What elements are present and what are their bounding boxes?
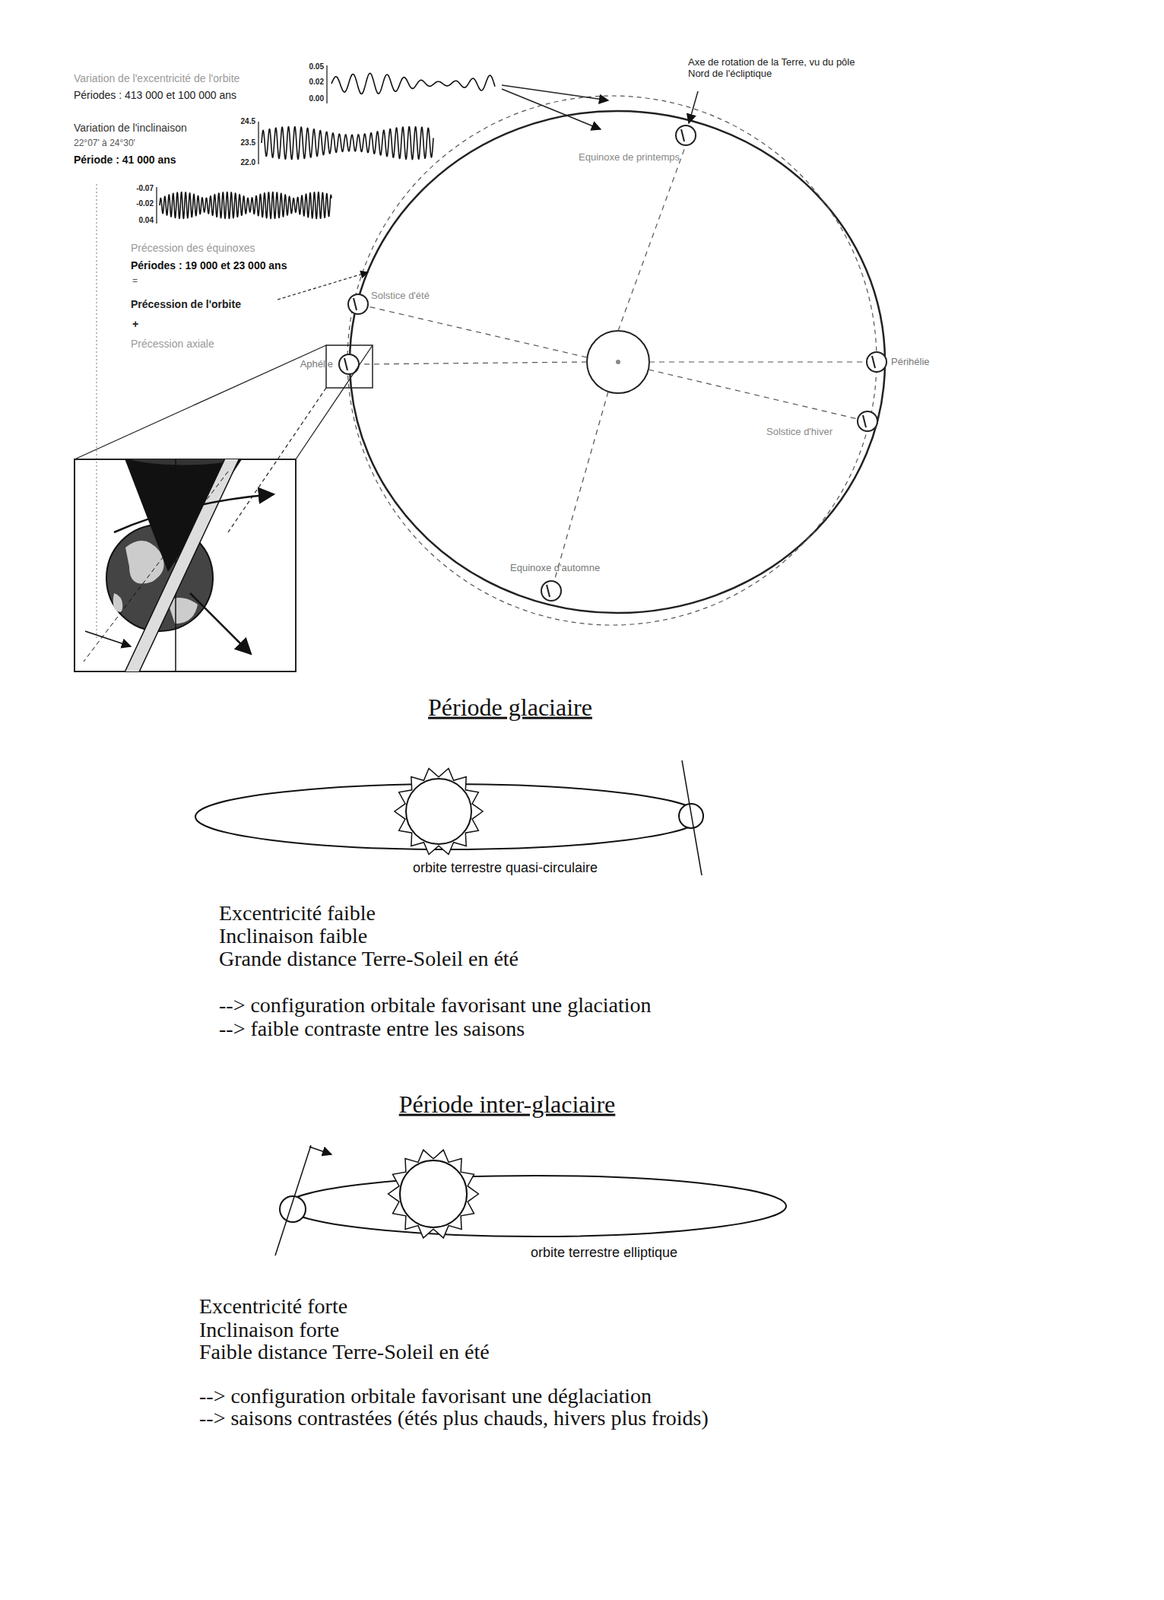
section-heading: Période glaciaire bbox=[428, 693, 593, 722]
axis-tick: 0.04 bbox=[139, 215, 154, 226]
label: + bbox=[132, 317, 139, 330]
label: orbite terrestre elliptique bbox=[530, 1244, 678, 1261]
label: Excentricité faible bbox=[218, 900, 376, 926]
wave-curve bbox=[331, 72, 495, 94]
label: Faible distance Terre-Soleil en été bbox=[199, 1339, 490, 1364]
section-heading: Période inter-glaciaire bbox=[399, 1090, 616, 1119]
label: = bbox=[132, 275, 138, 287]
label: Périodes : 413 000 et 100 000 ans bbox=[73, 88, 237, 102]
interglacial-orbit bbox=[275, 1144, 787, 1256]
label: --> saisons contrastées (étés plus chaud… bbox=[199, 1405, 709, 1431]
label: orbite terrestre quasi-circulaire bbox=[412, 859, 598, 876]
axis-tick: 24.5 bbox=[241, 117, 256, 127]
axis-tick: -0.02 bbox=[136, 199, 154, 209]
label: Inclinaison faible bbox=[218, 923, 368, 949]
label: Solstice d'hiver bbox=[766, 426, 833, 438]
wave-curve bbox=[159, 192, 332, 219]
inset-earth bbox=[74, 444, 296, 677]
label: Solstice d'été bbox=[371, 290, 430, 302]
label: Variation de l'inclinaison bbox=[73, 121, 188, 134]
label: --> configuration orbitale favorisant un… bbox=[199, 1383, 652, 1409]
axis-tick: -0.07 bbox=[136, 183, 154, 194]
label: Grande distance Terre-Soleil en été bbox=[218, 946, 519, 971]
label: Excentricité forte bbox=[199, 1294, 348, 1319]
label: --> configuration orbitale favorisant un… bbox=[218, 992, 652, 1018]
label: Périodes : 19 000 et 23 000 ans bbox=[130, 259, 287, 272]
label: --> faible contraste entre les saisons bbox=[218, 1016, 525, 1041]
label: Equinoxe d'automne bbox=[510, 562, 600, 575]
axis-tick: 22.0 bbox=[241, 158, 256, 168]
label: Précession de l'orbite bbox=[130, 298, 242, 311]
axis-tick: 23.5 bbox=[241, 138, 256, 148]
label: Précession axiale bbox=[130, 337, 215, 350]
label: Inclinaison forte bbox=[199, 1317, 340, 1342]
label: 22°07' à 24°30' bbox=[73, 138, 136, 150]
label: Précession des équinoxes bbox=[130, 241, 255, 254]
label: Variation de l'excentricité de l'orbite bbox=[73, 72, 240, 85]
glacial-orbit bbox=[195, 760, 704, 876]
axis-tick: 0.00 bbox=[309, 94, 324, 104]
label: Période : 41 000 ans bbox=[73, 153, 177, 166]
label: Aphélie bbox=[300, 358, 334, 371]
axis-tick: 0.05 bbox=[309, 62, 324, 72]
label: Equinoxe de printemps bbox=[578, 152, 680, 164]
axis-tick: 0.02 bbox=[309, 77, 324, 87]
label: Périhélie bbox=[891, 356, 930, 368]
orbit-figure bbox=[74, 85, 887, 639]
label: Axe de rotation de la Terre, vu du pôle … bbox=[688, 57, 879, 80]
wave-curve bbox=[261, 126, 434, 159]
